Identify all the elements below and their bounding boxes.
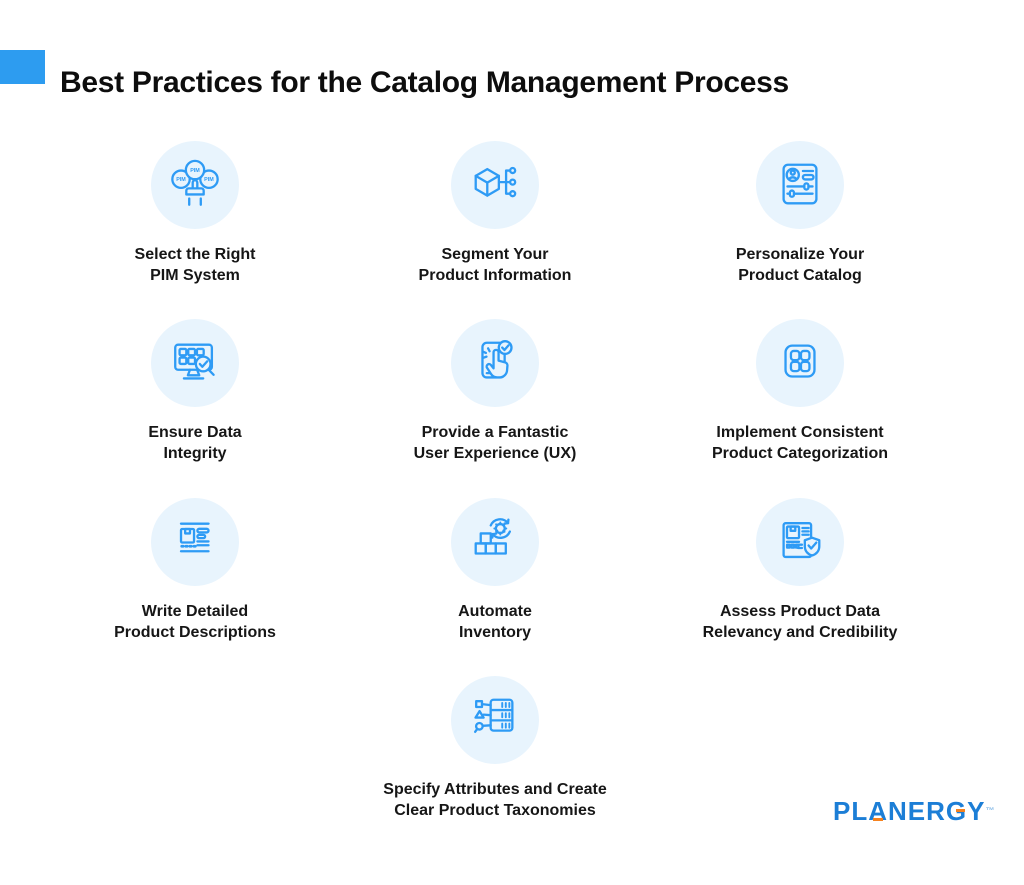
icon-circle bbox=[756, 141, 844, 229]
svg-text:PIM: PIM bbox=[176, 177, 186, 183]
taxonomy-icon bbox=[473, 698, 514, 734]
icon-circle: PIM PIM PIM bbox=[151, 141, 239, 229]
icon-circle bbox=[451, 498, 539, 586]
page-title: Best Practices for the Catalog Managemen… bbox=[60, 66, 789, 100]
pim-selection-icon: PIM PIM PIM bbox=[171, 159, 219, 206]
logo-letter: L bbox=[851, 796, 869, 826]
icon-circle bbox=[756, 319, 844, 407]
personalize-catalog-icon bbox=[782, 163, 818, 205]
icon-circle bbox=[151, 498, 239, 586]
logo-letter: Y bbox=[967, 796, 986, 826]
icon-circle bbox=[451, 319, 539, 407]
product-segmentation-icon bbox=[474, 166, 517, 198]
svg-text:PIM: PIM bbox=[190, 168, 200, 174]
logo-letter: G bbox=[945, 796, 968, 826]
logo-letter: A bbox=[868, 796, 889, 826]
title-accent-square bbox=[0, 50, 45, 84]
svg-text:PIM: PIM bbox=[204, 177, 214, 183]
logo-letter: E bbox=[907, 796, 927, 826]
categorization-icon bbox=[784, 344, 816, 378]
logo-letter: R bbox=[926, 796, 946, 826]
icon-circle bbox=[451, 141, 539, 229]
logo-letter: N bbox=[888, 796, 908, 826]
icon-circle bbox=[151, 319, 239, 407]
trademark-symbol: ™ bbox=[985, 805, 995, 816]
data-credibility-icon bbox=[782, 522, 821, 559]
planergy-logo: PLANERGY™ bbox=[833, 797, 995, 825]
user-experience-icon bbox=[481, 340, 513, 379]
logo-letter: P bbox=[833, 796, 852, 826]
automate-inventory-icon bbox=[474, 518, 512, 555]
icon-circle bbox=[756, 498, 844, 586]
data-integrity-icon bbox=[174, 343, 215, 380]
icon-circle bbox=[451, 676, 539, 764]
product-description-icon bbox=[179, 522, 210, 553]
